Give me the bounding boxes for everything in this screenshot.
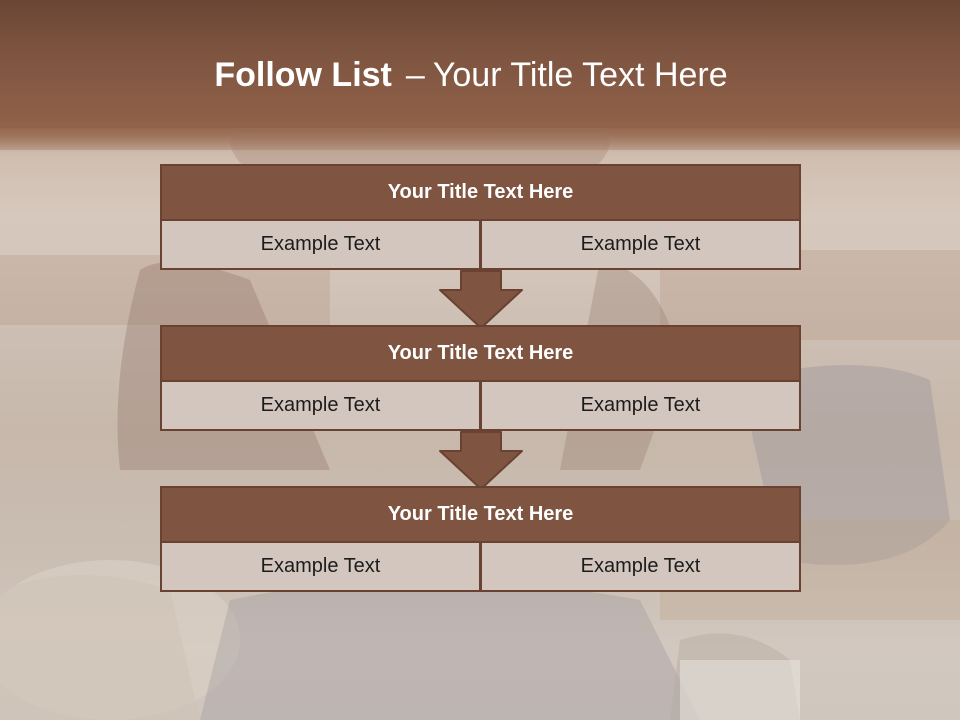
slide-title-dash: – bbox=[405, 56, 425, 94]
slide-title-rest: Your Title Text Here bbox=[432, 56, 728, 94]
block-title: Your Title Text Here bbox=[160, 164, 801, 221]
block-right-cell: Example Text bbox=[480, 382, 801, 431]
header-fade bbox=[0, 122, 960, 152]
down-arrow-icon bbox=[439, 270, 523, 329]
block-right-cell: Example Text bbox=[480, 543, 801, 592]
slide-title: Follow List–Your Title Text Here bbox=[0, 52, 942, 98]
down-arrow-icon bbox=[439, 431, 523, 490]
header-band bbox=[0, 0, 960, 128]
slide-title-bold: Follow List bbox=[214, 56, 392, 94]
block-title: Your Title Text Here bbox=[160, 325, 801, 382]
block-right-cell: Example Text bbox=[480, 221, 801, 270]
block-title: Your Title Text Here bbox=[160, 486, 801, 543]
block-left-cell: Example Text bbox=[160, 543, 481, 592]
block-left-cell: Example Text bbox=[160, 221, 481, 270]
block-left-cell: Example Text bbox=[160, 382, 481, 431]
